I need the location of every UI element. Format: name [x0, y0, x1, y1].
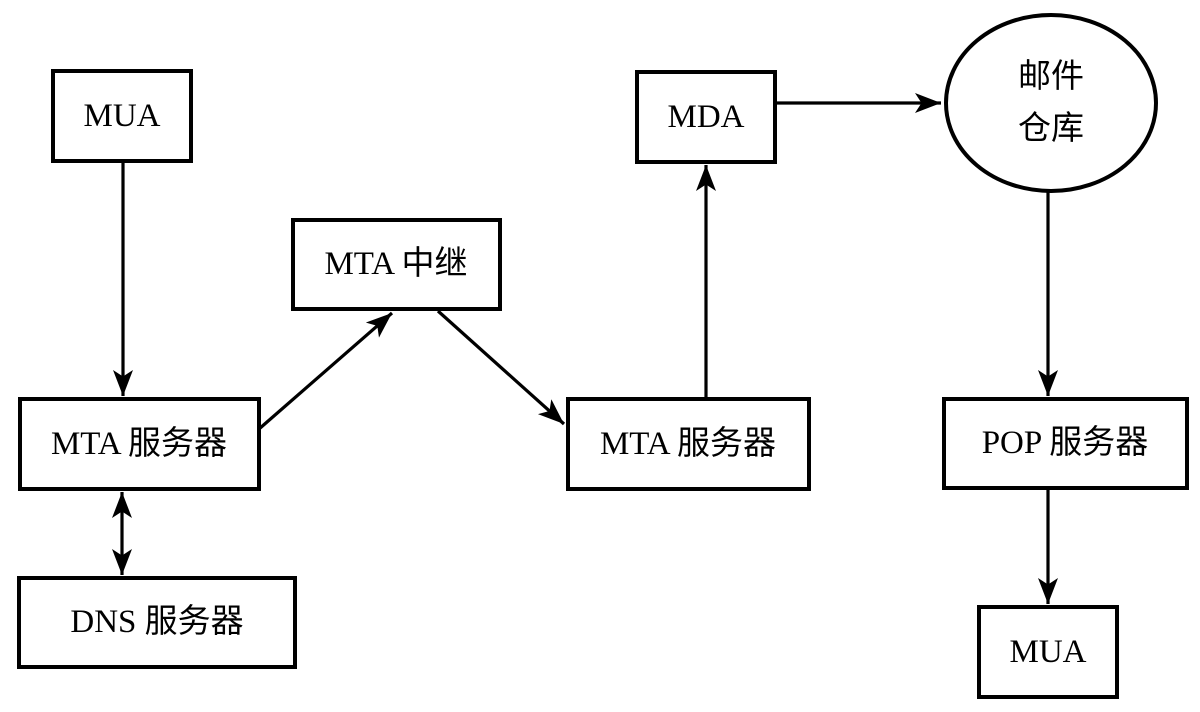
- mda-box: [635, 70, 777, 164]
- node-mta-relay: MTA 中继: [291, 218, 502, 311]
- mail-store-label-line1: 邮件: [1018, 58, 1084, 95]
- mta-right-label: MTA 服务器: [600, 425, 776, 462]
- mta-left-box: [18, 397, 261, 491]
- pop-box: [942, 397, 1189, 490]
- mta-left-label: MTA 服务器: [51, 425, 227, 462]
- node-mta-left: MTA 服务器: [18, 397, 261, 491]
- pop-label: POP 服务器: [982, 424, 1149, 461]
- mua-top-box: [51, 69, 193, 163]
- edge-mta-left-to-mta-relay-arrow: [257, 311, 394, 431]
- mta-right-box: [566, 397, 811, 491]
- node-mail-store: 邮件 仓库: [944, 13, 1158, 193]
- mta-relay-label: MTA 中继: [324, 245, 467, 282]
- node-mua-bottom: MUA: [977, 605, 1119, 699]
- node-mua-top: MUA: [51, 69, 193, 163]
- mda-label: MDA: [667, 99, 744, 135]
- mua-bottom-box: [977, 605, 1119, 699]
- mta-relay-box: [291, 218, 502, 311]
- node-dns: DNS 服务器: [17, 576, 297, 669]
- dns-box: [17, 576, 297, 669]
- mua-top-label: MUA: [83, 98, 160, 134]
- edge-mta-relay-to-mta-right-arrow: [436, 309, 566, 426]
- mail-store-circle: [944, 13, 1158, 193]
- node-mda: MDA: [635, 70, 777, 164]
- mua-bottom-label: MUA: [1009, 634, 1086, 670]
- node-mta-right: MTA 服务器: [566, 397, 811, 491]
- mail-store-label-line2: 仓库: [1018, 110, 1084, 147]
- dns-label: DNS 服务器: [70, 603, 243, 640]
- node-pop: POP 服务器: [942, 397, 1189, 490]
